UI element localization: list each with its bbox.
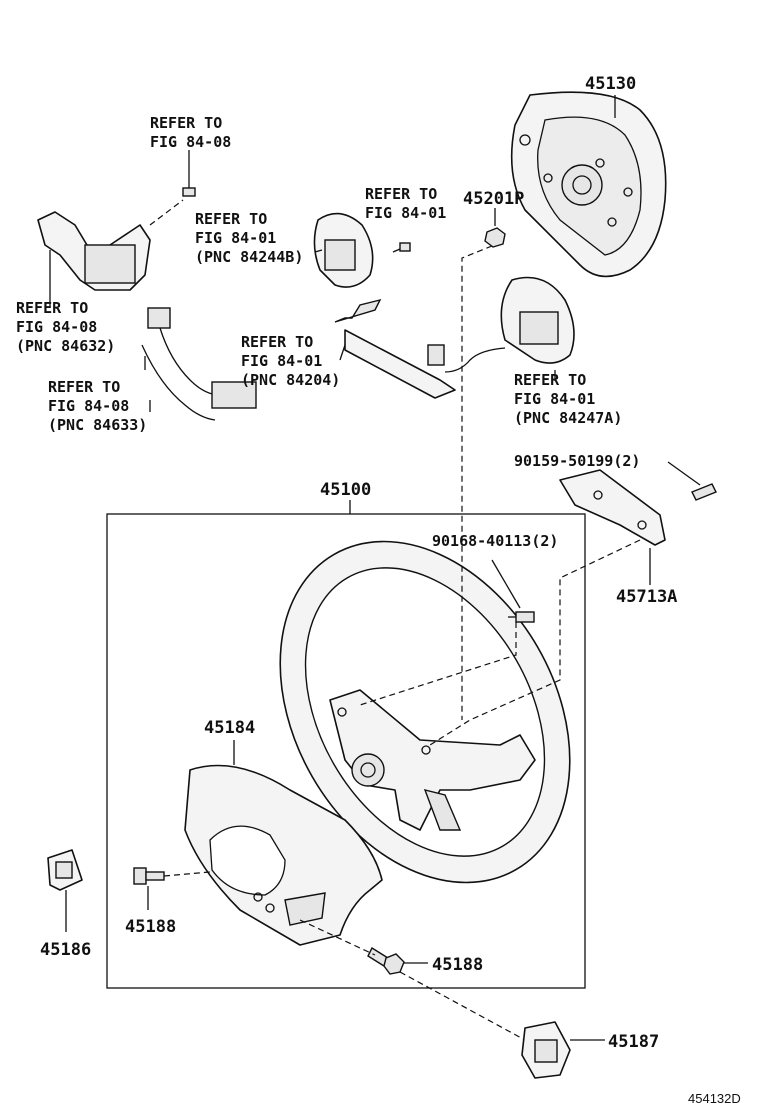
part-number-45713A: 45713A [616,587,677,607]
ref-1-line-2: FIG 84-08 [150,133,231,151]
lower-cover-45184 [184,764,383,946]
figure-id: 454132D [688,1091,741,1106]
wire-harness-84632 [147,307,257,409]
steering-wheel-45100 [279,540,571,884]
ref-2-line-1: REFER TO [195,210,267,228]
ref-6-line-1: REFER TO [48,378,120,396]
airbag-45130 [510,91,667,278]
screw-90168 [508,611,535,623]
screw-top-left [182,183,196,197]
switch-84244B [313,212,374,288]
part-number-45100: 45100 [320,480,371,500]
part-number-90168: 90168-40113(2) [432,532,558,550]
ref-5-line-3: (PNC 84204) [241,371,340,389]
ref-7-line-3: (PNC 84247A) [514,409,622,427]
ref-5-line-2: FIG 84-01 [241,352,322,370]
assembly-box [106,513,586,989]
nut-45201P [484,227,506,248]
screw-90159 [691,483,717,501]
part-number-45130: 45130 [585,74,636,94]
bolt-45188-right [367,946,405,975]
ref-1-line-1: REFER TO [150,114,222,132]
ref-3-line-2: FIG 84-01 [365,204,446,222]
part-number-45187: 45187 [608,1032,659,1052]
ref-3-line-1: REFER TO [365,185,437,203]
ref-4-line-1: REFER TO [16,299,88,317]
ref-7-line-1: REFER TO [514,371,586,389]
ref-6-line-3: (PNC 84633) [48,416,147,434]
part-number-90159: 90159-50199(2) [514,452,640,470]
switch-45187 [521,1021,571,1079]
lever-switch-left [37,211,151,300]
ref-4-line-3: (PNC 84632) [16,337,115,355]
part-number-45188-right: 45188 [432,955,483,975]
ref-2-line-2: FIG 84-01 [195,229,276,247]
ref-4-line-2: FIG 84-08 [16,318,97,336]
part-number-45186: 45186 [40,940,91,960]
bolt-45188-left [133,867,165,885]
ref-2-line-3: (PNC 84244B) [195,248,303,266]
ref-7-line-2: FIG 84-01 [514,390,595,408]
screw-mid [392,242,411,253]
part-number-45184: 45184 [204,718,255,738]
part-number-45188-left: 45188 [125,917,176,937]
switch-45186 [47,849,83,891]
ref-5-line-1: REFER TO [241,333,313,351]
wire-harness-84633 [141,344,216,421]
part-number-45201P: 45201P [463,189,524,209]
bracket-45713A [559,469,666,546]
switch-84247A [427,276,575,373]
ref-6-line-2: FIG 84-08 [48,397,129,415]
